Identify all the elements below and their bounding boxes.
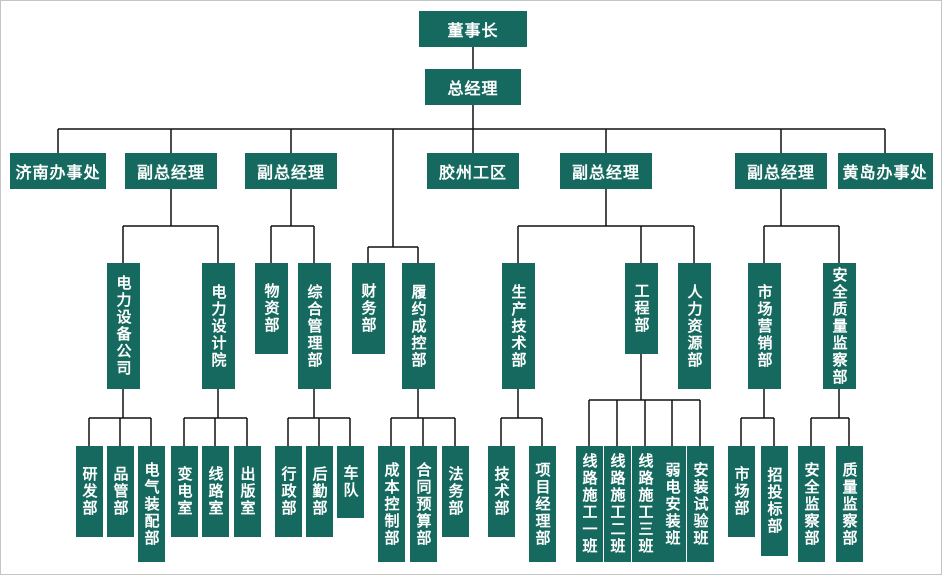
org-node-xl3: 线路施工三班: [631, 446, 659, 562]
org-node-hetong: 合同预算部: [409, 446, 437, 562]
org-node-vgm4: 副总经理: [735, 153, 827, 189]
org-node-chairman: 董事长: [419, 11, 527, 47]
org-node-anquan_zl: 安全质量监察部: [822, 263, 856, 389]
org-node-zhaotoubiao: 招投标部: [760, 446, 788, 556]
org-node-anshi: 安装试验班: [686, 446, 714, 562]
org-node-xiangmu: 项目经理部: [528, 446, 556, 562]
org-node-renli: 人力资源部: [677, 263, 711, 389]
org-node-anjian: 安全监察部: [797, 446, 825, 562]
org-node-vgm3: 副总经理: [560, 153, 652, 189]
org-node-yanfa: 研发部: [75, 446, 103, 537]
org-node-gm: 总经理: [425, 69, 521, 105]
org-node-shichang_yx: 市场营销部: [747, 263, 781, 389]
org-node-zhijian: 质量监察部: [835, 446, 863, 562]
org-node-xianlushi: 线路室: [201, 446, 229, 537]
org-node-elec_design: 电力设计院: [201, 263, 235, 389]
org-node-houqin: 后勤部: [305, 446, 333, 537]
org-node-shichangbu: 市场部: [727, 446, 755, 537]
org-node-elec_equip: 电力设备公司: [106, 263, 140, 389]
org-node-xingzheng: 行政部: [274, 446, 302, 537]
org-node-jiaozhou: 胶州工区: [427, 153, 519, 189]
org-node-vgm2: 副总经理: [245, 153, 337, 189]
org-node-chedui: 车队: [336, 446, 364, 518]
org-node-zonghe: 综合管理部: [297, 263, 331, 389]
org-node-pinguan: 品管部: [106, 446, 134, 537]
org-node-fawu: 法务部: [441, 446, 469, 537]
org-node-wuzi: 物资部: [254, 263, 288, 354]
org-node-ruodian: 弱电安装班: [658, 446, 686, 562]
org-node-xl1: 线路施工一班: [575, 446, 603, 562]
org-node-dianqi: 电气装配部: [137, 446, 165, 562]
org-node-vgm1: 副总经理: [125, 153, 217, 189]
org-node-shengchan: 生产技术部: [501, 263, 535, 389]
org-node-jishu: 技术部: [487, 446, 515, 537]
org-node-gongcheng: 工程部: [624, 263, 658, 354]
org-node-biandian: 变电室: [170, 446, 198, 537]
org-node-chuban: 出版室: [233, 446, 261, 537]
org-node-lvyue: 履约成控部: [401, 263, 435, 389]
org-node-huangdao: 黄岛办事处: [837, 153, 933, 189]
org-node-jinan: 济南办事处: [10, 153, 106, 189]
org-node-caiwu: 财务部: [351, 263, 385, 354]
org-node-xl2: 线路施工二班: [603, 446, 631, 562]
org-node-chengben: 成本控制部: [377, 446, 405, 562]
